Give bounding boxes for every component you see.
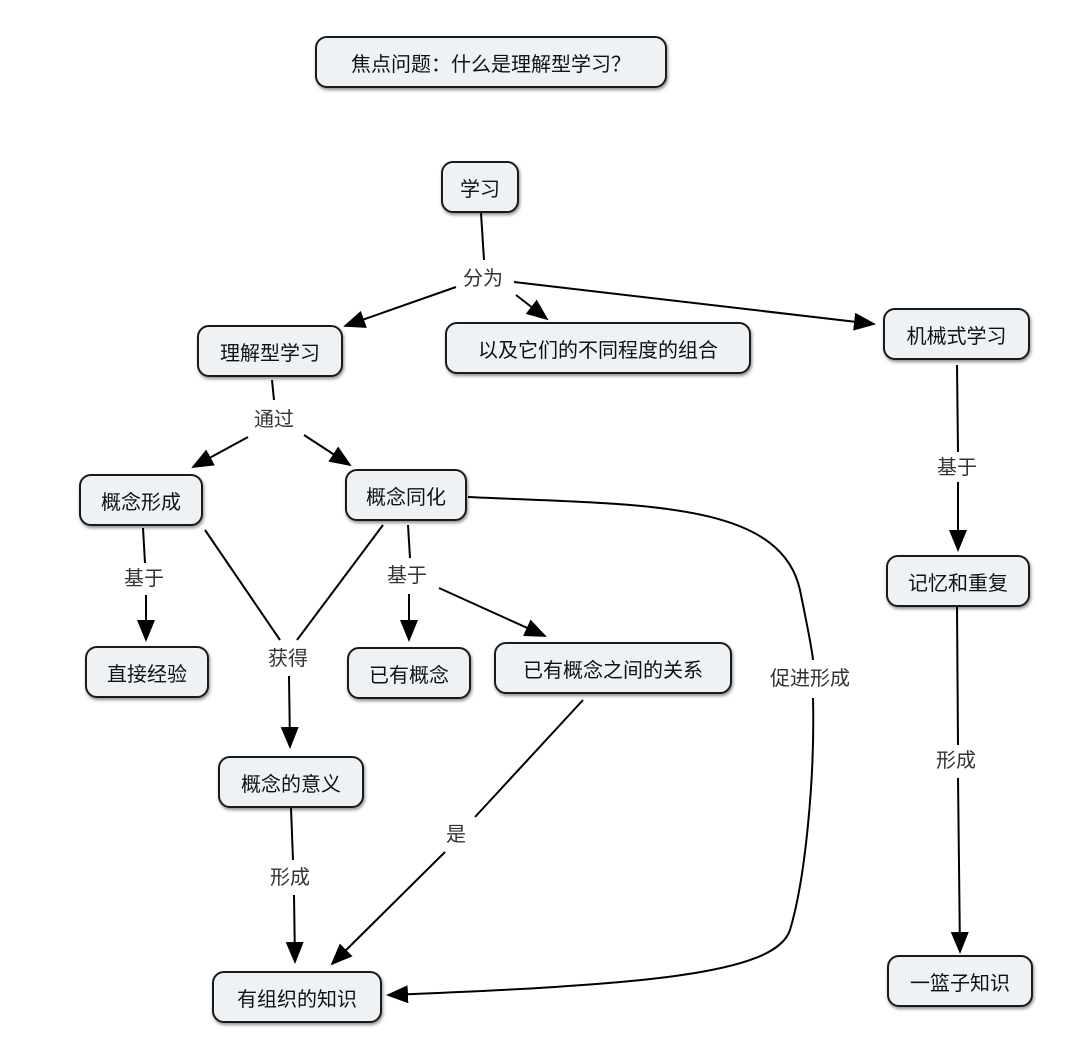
arrow-to-relations	[438, 587, 547, 637]
node-concept-assimilation[interactable]: 概念同化	[345, 469, 467, 521]
link-memory-to-form	[956, 605, 959, 746]
focus-question[interactable]: 焦点问题：什么是理解型学习？	[315, 36, 667, 88]
link-formation-to-based	[142, 527, 146, 564]
node-memory-repetition[interactable]: 记忆和重复	[886, 555, 1030, 607]
label-form-right: 形成	[934, 748, 978, 772]
node-direct-experience[interactable]: 直接经验	[85, 646, 209, 698]
arrow-to-combination	[515, 294, 549, 321]
link-formation-to-obtain	[204, 529, 281, 641]
link-assimilation-to-obtain	[296, 524, 384, 641]
node-learning[interactable]: 学习	[441, 161, 519, 213]
node-concept-meaning[interactable]: 概念的意义	[218, 756, 364, 808]
arrow-to-concept-assimilation	[303, 434, 352, 467]
label-form-left: 形成	[268, 865, 312, 889]
node-basket-knowledge[interactable]: 一篮子知识	[887, 955, 1033, 1007]
link-relations-to-is	[474, 699, 584, 818]
node-understanding-learning[interactable]: 理解型学习	[197, 325, 343, 377]
node-concept-formation[interactable]: 概念形成	[79, 474, 203, 526]
label-promote-form: 促进形成	[768, 666, 852, 690]
label-based-on-left: 基于	[122, 566, 166, 590]
arrow-to-understanding-learning	[343, 286, 457, 328]
arrow-to-rote-learning	[513, 281, 876, 331]
arrow-is-to-organized	[330, 851, 446, 966]
arrow-to-basket-knowledge	[950, 777, 969, 954]
curve-assimilation-to-promote	[467, 496, 814, 661]
label-divided-into: 分为	[461, 266, 505, 290]
arrow-to-concept-meaning	[280, 675, 299, 749]
label-obtain: 获得	[266, 646, 310, 670]
label-is: 是	[444, 822, 468, 846]
link-rote-to-based	[956, 364, 959, 453]
node-combination[interactable]: 以及它们的不同程度的组合	[445, 322, 751, 374]
node-organized-knowledge[interactable]: 有组织的知识	[212, 971, 382, 1023]
link-meaning-to-form	[290, 807, 294, 861]
node-relations-between-concepts[interactable]: 已有概念之间的关系	[494, 642, 732, 694]
node-existing-concepts[interactable]: 已有概念	[347, 647, 471, 699]
label-based-on-right: 基于	[935, 455, 979, 479]
link-understanding-to-through	[271, 379, 275, 401]
arrow-to-organized-knowledge	[285, 894, 304, 964]
node-rote-learning[interactable]: 机械式学习	[883, 308, 1030, 360]
curve-promote-to-organized	[386, 697, 815, 1004]
label-based-on-mid: 基于	[385, 563, 429, 587]
label-through: 通过	[252, 407, 296, 431]
arrow-to-concept-formation	[191, 436, 249, 468]
link-learning-to-divided	[480, 212, 485, 261]
link-assimilation-to-based	[407, 524, 411, 559]
